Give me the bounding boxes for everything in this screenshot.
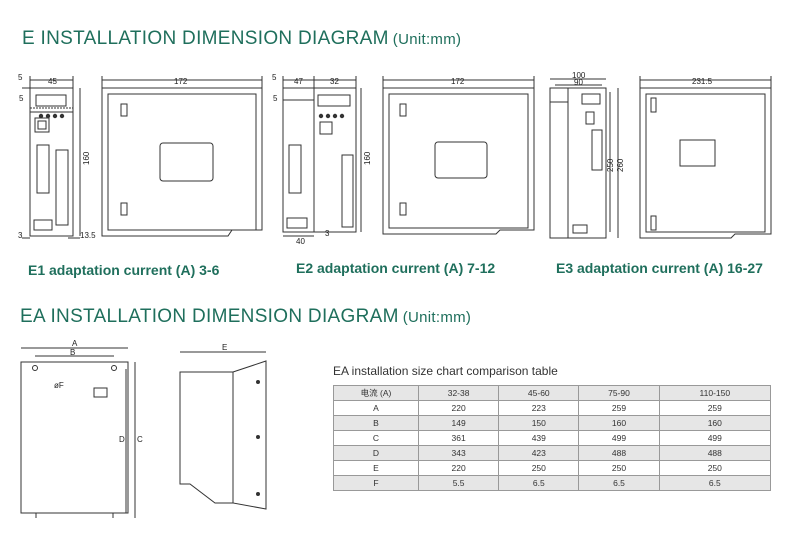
table-cell: 488 xyxy=(578,445,660,461)
table-header-cell: 110-150 xyxy=(658,385,772,401)
ea-label-c: C xyxy=(137,435,143,444)
ea-label-e: E xyxy=(222,343,227,352)
e3-dim-depth: 231.5 xyxy=(692,77,713,86)
table-cell: 5.5 xyxy=(417,475,500,491)
table-cell: 259 xyxy=(658,400,772,416)
e2-dim-side-top: 5 xyxy=(273,94,278,103)
e1-dim-height: 160 xyxy=(82,151,91,165)
e2-dim-height: 160 xyxy=(363,151,372,165)
e3-dim-width-inner: 90 xyxy=(574,78,583,87)
e1-caption: E1 adaptation current (A) 3-6 xyxy=(28,262,220,278)
e2-dim-bottom-right: 3 xyxy=(325,229,330,238)
table-cell: 220 xyxy=(417,400,500,416)
table-cell: 499 xyxy=(578,430,660,446)
e3-side-view xyxy=(639,87,772,239)
table-cell: 149 xyxy=(417,415,500,431)
table-header-cell: 75-90 xyxy=(578,385,660,401)
ea-side-view xyxy=(179,360,267,510)
e1-dim-top-left: 5 xyxy=(18,73,23,82)
table-header-cell: 45-60 xyxy=(498,385,580,401)
ea-label-a: A xyxy=(72,339,78,348)
table-cell: 250 xyxy=(498,460,580,476)
table-cell: 361 xyxy=(417,430,500,446)
table-header-cell: 32-38 xyxy=(417,385,500,401)
table-cell: 6.5 xyxy=(578,475,660,491)
e1-dim-bottom-left: 3 xyxy=(18,231,23,240)
table-cell: 250 xyxy=(658,460,772,476)
table-cell: 488 xyxy=(658,445,772,461)
e1-dim-width: 45 xyxy=(48,77,57,86)
table-cell: F xyxy=(333,475,419,491)
table-cell: 439 xyxy=(498,430,580,446)
e1-side-view xyxy=(101,87,263,237)
table-cell: D xyxy=(333,445,419,461)
section-title-ea: EA INSTALLATION DIMENSION DIAGRAM(Unit:m… xyxy=(20,306,471,328)
table-cell: 160 xyxy=(658,415,772,431)
table-cell: A xyxy=(333,400,419,416)
e2-front-view xyxy=(282,87,357,233)
e2-caption: E2 adaptation current (A) 7-12 xyxy=(296,260,496,276)
section-title-e: E INSTALLATION DIMENSION DIAGRAM(Unit:mm… xyxy=(22,28,461,50)
e3-caption: E3 adaptation current (A) 16-27 xyxy=(556,260,763,276)
table-header-cell: 电流 (A) xyxy=(333,385,419,401)
e2-dim-depth: 172 xyxy=(451,77,465,86)
ea-label-f: øF xyxy=(54,381,64,390)
ea-label-b: B xyxy=(70,348,75,357)
e2-dim-top-left: 5 xyxy=(272,73,277,82)
e2-dim-width-b: 32 xyxy=(330,77,339,86)
table-row: D 343 423 488 488 xyxy=(333,445,772,461)
section-title-e-text: E INSTALLATION DIMENSION DIAGRAM xyxy=(22,28,389,49)
table-cell: 150 xyxy=(498,415,580,431)
table-cell: 250 xyxy=(578,460,660,476)
e1-dim-bottom-right: 13.5 xyxy=(80,231,96,240)
e1-dim-side-top: 5 xyxy=(19,94,24,103)
table-cell: B xyxy=(333,415,419,431)
table-row: F 5.5 6.5 6.5 6.5 xyxy=(333,475,772,491)
table-row: E 220 250 250 250 xyxy=(333,460,772,476)
e3-dim-height-outer: 260 xyxy=(616,158,625,172)
ea-label-d: D xyxy=(119,435,125,444)
table-header-row: 电流 (A) 32-38 45-60 75-90 110-150 xyxy=(333,385,772,401)
e2-side-view xyxy=(382,87,535,235)
table-cell: 6.5 xyxy=(658,475,772,491)
table-row: B 149 150 160 160 xyxy=(333,415,772,431)
table-cell: E xyxy=(333,460,419,476)
table-cell: 223 xyxy=(498,400,580,416)
table-cell: 499 xyxy=(658,430,772,446)
table-row: C 361 439 499 499 xyxy=(333,430,772,446)
e2-dim-width-a: 47 xyxy=(294,77,303,86)
section-title-ea-unit: (Unit:mm) xyxy=(402,309,472,326)
section-title-ea-text: EA INSTALLATION DIMENSION DIAGRAM xyxy=(20,306,399,327)
table-cell: 160 xyxy=(578,415,660,431)
e1-front-view xyxy=(29,87,74,237)
section-title-e-unit: (Unit:mm) xyxy=(392,31,462,48)
table-cell: 423 xyxy=(498,445,580,461)
table-row: A 220 223 259 259 xyxy=(333,400,772,416)
table-cell: 343 xyxy=(417,445,500,461)
ea-size-table: 电流 (A) 32-38 45-60 75-90 110-150 A 220 2… xyxy=(333,385,772,491)
e3-dim-width-outer: 100 xyxy=(572,71,586,80)
table-cell: 6.5 xyxy=(498,475,580,491)
table-cell: 220 xyxy=(417,460,500,476)
table-cell: 259 xyxy=(578,400,660,416)
e3-front-view xyxy=(549,87,607,239)
table-cell: C xyxy=(333,430,419,446)
e3-dim-height-inner: 250 xyxy=(606,158,615,172)
ea-front-view xyxy=(20,361,129,518)
ea-table-title: EA installation size chart comparison ta… xyxy=(333,364,558,378)
e1-dim-depth: 172 xyxy=(174,77,188,86)
e2-dim-bottom: 40 xyxy=(296,237,305,246)
